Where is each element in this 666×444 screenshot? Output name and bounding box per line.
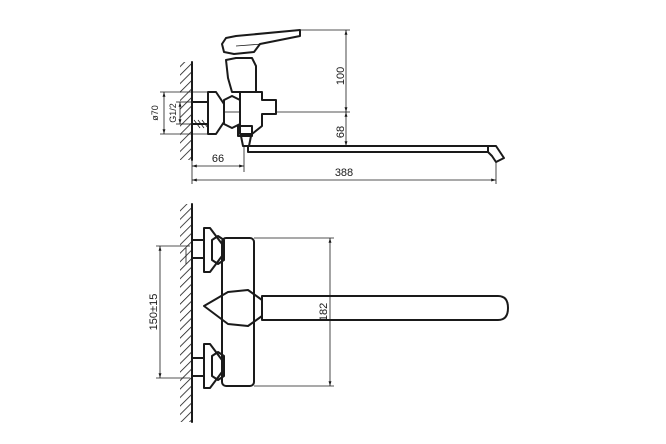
- side-diverter-knob: [237, 125, 253, 137]
- side-valve-body: [239, 91, 277, 135]
- front-view: 150±15 182: [148, 203, 509, 423]
- side-handle-lever: [221, 29, 301, 55]
- side-view: 100 68 ø70 G1/2 66 388: [150, 29, 505, 184]
- dim-total-reach-label: 388: [335, 167, 353, 179]
- dim-height-lower-label: 68: [335, 126, 347, 138]
- front-valve-body: [221, 237, 255, 387]
- dim-body-height-label: 182: [318, 303, 330, 321]
- front-bottom-eccentric: [191, 357, 205, 377]
- dim-inlet-spacing-label: 150±15: [148, 294, 160, 331]
- dim-height-upper-label: 100: [335, 67, 347, 85]
- front-spout: [261, 295, 509, 321]
- dim-wall-to-axis-label: 66: [212, 153, 224, 165]
- dim-flange-diameter-label: ø70: [150, 105, 160, 121]
- side-cartridge-column: [225, 57, 257, 93]
- side-wall-hatch: [180, 62, 192, 160]
- front-top-eccentric: [191, 239, 205, 259]
- front-wall-hatch: [180, 204, 192, 422]
- side-spout-aerator: [487, 145, 505, 163]
- side-flange: [207, 91, 225, 135]
- side-spout: [247, 145, 489, 153]
- front-bottom-nut: [211, 351, 225, 381]
- front-top-nut: [211, 235, 225, 265]
- dim-thread-label: G1/2: [168, 103, 178, 123]
